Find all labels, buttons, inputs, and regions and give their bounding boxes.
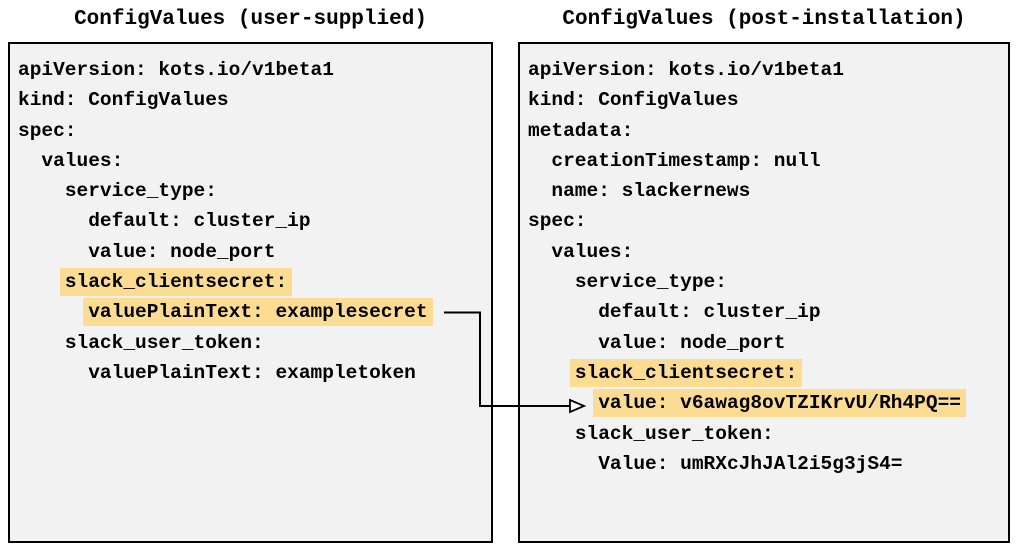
yaml-line-text: spec: xyxy=(18,119,77,142)
yaml-line-text: default: cluster_ip xyxy=(88,210,311,233)
left-panel-title: ConfigValues (user-supplied) xyxy=(74,8,427,31)
yaml-line: service_type: xyxy=(528,267,1002,297)
yaml-line: apiVersion: kots.io/v1beta1 xyxy=(18,55,485,85)
yaml-indent xyxy=(528,453,598,475)
yaml-line-text: name: slackernews xyxy=(551,180,751,203)
yaml-indent xyxy=(528,150,551,172)
yaml-line-text: values: xyxy=(41,149,124,172)
yaml-line-text-highlighted: slack_clientsecret: xyxy=(569,358,803,387)
yaml-line: service_type: xyxy=(18,176,485,206)
yaml-line: apiVersion: kots.io/v1beta1 xyxy=(528,55,1002,85)
yaml-indent xyxy=(528,180,551,202)
yaml-line-highlighted: valuePlainText: examplesecret xyxy=(18,297,485,327)
yaml-indent xyxy=(18,271,65,293)
yaml-line-text: slack_user_token: xyxy=(574,422,774,445)
yaml-line-text: metadata: xyxy=(528,119,634,142)
yaml-line: valuePlainText: exampletoken xyxy=(18,358,485,388)
yaml-line: kind: ConfigValues xyxy=(528,85,1002,115)
yaml-indent xyxy=(18,150,41,172)
yaml-line: slack_user_token: xyxy=(528,419,1002,449)
yaml-line-text: spec: xyxy=(528,210,587,233)
yaml-indent xyxy=(528,332,598,354)
yaml-line-text: service_type: xyxy=(574,271,727,294)
yaml-indent xyxy=(528,362,575,384)
yaml-indent xyxy=(528,271,575,293)
yaml-line: kind: ConfigValues xyxy=(18,85,485,115)
yaml-line: values: xyxy=(528,237,1002,267)
yaml-line-text-highlighted: value: v6awag8ovTZIKrvU/Rh4PQ== xyxy=(593,389,966,418)
yaml-line-text: valuePlainText: exampletoken xyxy=(88,361,416,384)
left-panel-user-supplied: apiVersion: kots.io/v1beta1 kind: Config… xyxy=(8,42,493,543)
yaml-line: slack_user_token: xyxy=(18,328,485,358)
yaml-line-highlighted: slack_clientsecret: xyxy=(528,358,1002,388)
yaml-line: value: node_port xyxy=(528,328,1002,358)
yaml-indent xyxy=(18,301,88,323)
yaml-indent xyxy=(18,362,88,384)
yaml-line-text: apiVersion: kots.io/v1beta1 xyxy=(18,59,334,81)
yaml-line: default: cluster_ip xyxy=(18,206,485,236)
yaml-line: spec: xyxy=(528,206,1002,236)
yaml-line: metadata: xyxy=(528,116,1002,146)
yaml-line-text: creationTimestamp: null xyxy=(551,149,821,172)
yaml-indent xyxy=(18,241,88,263)
yaml-line-text-highlighted: valuePlainText: examplesecret xyxy=(83,298,433,327)
yaml-line-text-highlighted: slack_clientsecret: xyxy=(59,268,293,297)
yaml-indent xyxy=(18,180,65,202)
yaml-line-text: values: xyxy=(551,240,634,263)
right-panel-title: ConfigValues (post-installation) xyxy=(562,8,966,31)
yaml-line: value: node_port xyxy=(18,237,485,267)
yaml-line-text: kind: ConfigValues xyxy=(528,89,739,112)
yaml-line-text: Value: umRXcJhJAl2i5g3jS4= xyxy=(598,452,903,475)
yaml-line-text: value: node_port xyxy=(598,331,786,354)
yaml-indent xyxy=(18,332,65,354)
yaml-line-text: default: cluster_ip xyxy=(598,301,821,324)
yaml-line-text: apiVersion: kots.io/v1beta1 xyxy=(528,59,844,81)
yaml-line: spec: xyxy=(18,116,485,146)
yaml-indent xyxy=(528,423,575,445)
yaml-indent xyxy=(528,241,551,263)
yaml-line-text: service_type: xyxy=(64,180,217,203)
yaml-line: default: cluster_ip xyxy=(528,297,1002,327)
yaml-indent xyxy=(528,301,598,323)
yaml-line: values: xyxy=(18,146,485,176)
yaml-line-text: slack_user_token: xyxy=(64,331,264,354)
yaml-indent xyxy=(528,392,598,414)
right-panel-post-installation: apiVersion: kots.io/v1beta1 kind: Config… xyxy=(518,42,1010,543)
yaml-indent xyxy=(18,210,88,232)
yaml-line-text: value: node_port xyxy=(88,240,276,263)
yaml-line-highlighted: value: v6awag8ovTZIKrvU/Rh4PQ== xyxy=(528,388,1002,418)
yaml-line-highlighted: slack_clientsecret: xyxy=(18,267,485,297)
yaml-line: name: slackernews xyxy=(528,176,1002,206)
yaml-line: creationTimestamp: null xyxy=(528,146,1002,176)
yaml-line-text: kind: ConfigValues xyxy=(18,89,229,112)
yaml-line: Value: umRXcJhJAl2i5g3jS4= xyxy=(528,449,1002,479)
